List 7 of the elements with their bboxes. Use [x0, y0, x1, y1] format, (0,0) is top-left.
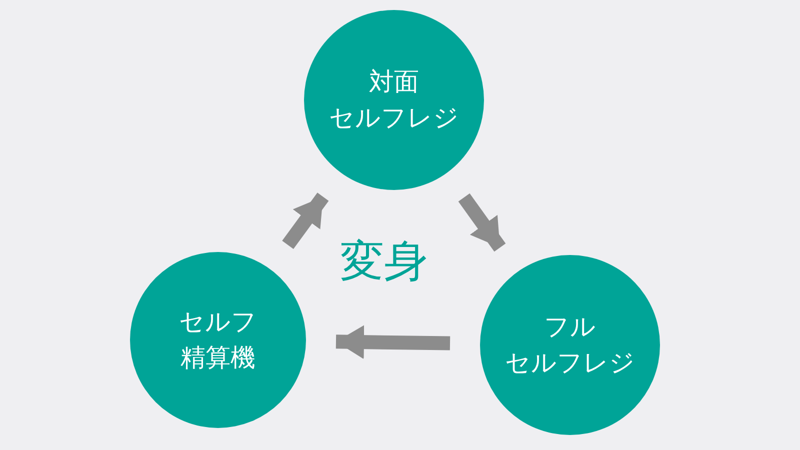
center-label: 変身 [340, 235, 428, 289]
node-label: 対面セルフレジ [329, 66, 459, 134]
node-label: フルセルフレジ [505, 311, 635, 379]
arrow [282, 192, 329, 249]
arrow [458, 193, 506, 252]
node-label: セルフ精算機 [179, 306, 257, 374]
arrow [336, 325, 450, 360]
